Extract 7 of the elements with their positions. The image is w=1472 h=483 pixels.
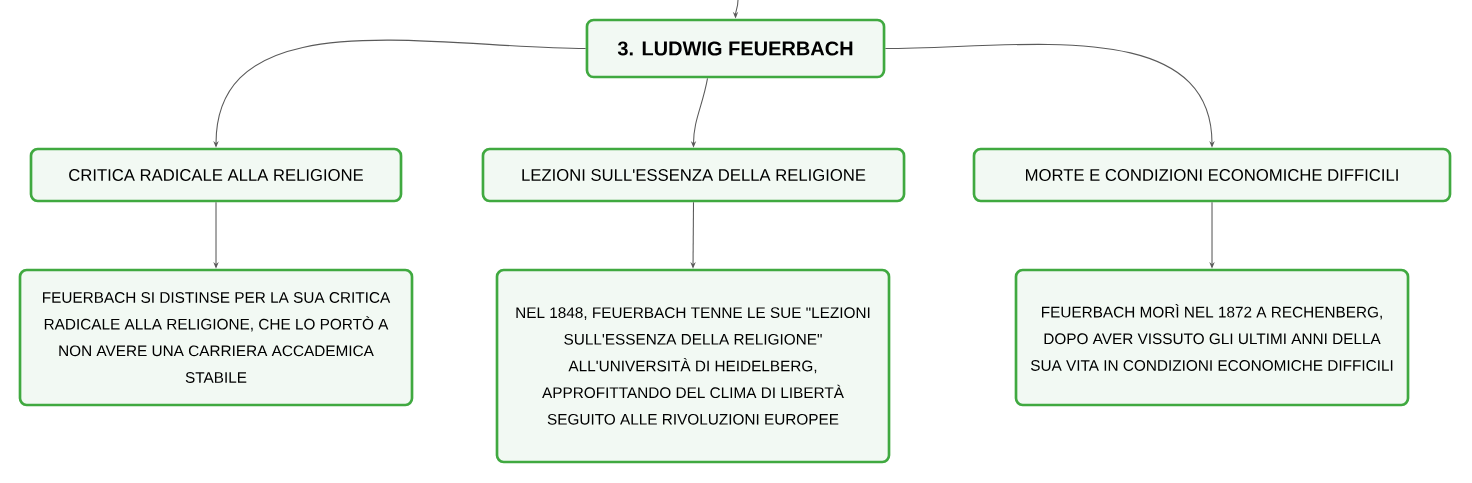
description-box: FEUERBACH SI DISTINSE PER LA SUA CRITICA RADICALE ALLA RELIGIONE, CHE LO PORTÒ A NON AVERE UNA CARRIERA ACCADEMICA STABILE — [18, 268, 414, 407]
topic-box: CRITICA RADICALE ALLA RELIGIONE — [29, 147, 403, 203]
description-box: FEUERBACH MORÌ NEL 1872 A RECHENBERG, DOPO AVER VISSUTO GLI ULTIMI ANNI DELLA SUA VITA IN CONDIZIONI ECONOMICHE DIFFICILI — [1014, 268, 1410, 407]
topic-box: MORTE E CONDIZIONI ECONOMICHE DIFFICILI — [972, 147, 1452, 203]
title-box: 3. LUDWIG FEUERBACH — [585, 18, 886, 79]
topic-box: LEZIONI SULL'ESSENZA DELLA RELIGIONE — [481, 147, 906, 203]
description-box: NEL 1848, FEUERBACH TENNE LE SUE "LEZIONI SULL'ESSENZA DELLA RELIGIONE" ALL'UNIVERSITÀ DI HEIDELBERG, APPROFITTANDO DEL CLIMA DI LIBERTÀ SEGUITO ALLE RIVOLUZIONI EUROPEE — [495, 268, 891, 464]
